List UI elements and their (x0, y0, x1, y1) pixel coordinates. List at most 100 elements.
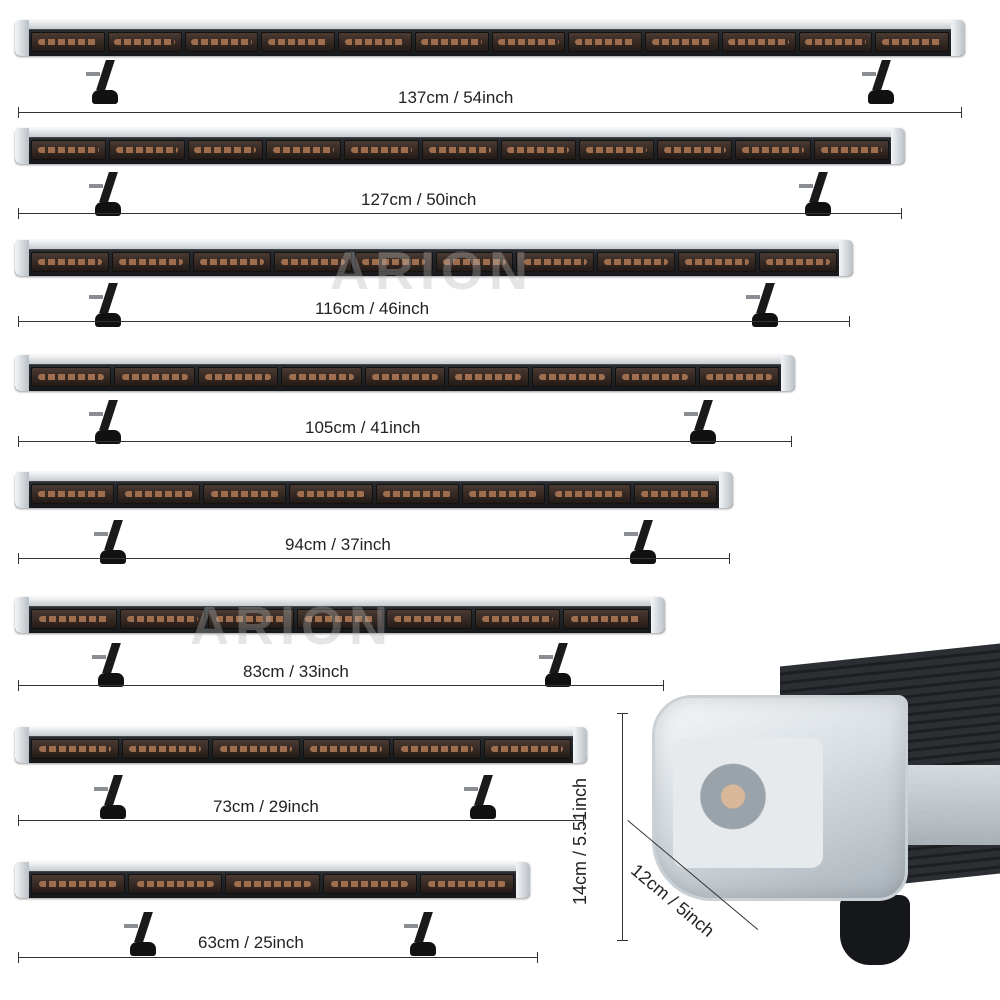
led-module (393, 739, 481, 759)
led-module (114, 367, 195, 387)
dimension-line (18, 680, 664, 691)
led-module (261, 32, 335, 52)
led-module (633, 484, 717, 504)
led-module (344, 140, 420, 160)
led-module (111, 252, 190, 272)
led-module (375, 484, 459, 504)
lightbar-1 (15, 20, 965, 56)
led-module (109, 140, 185, 160)
led-module (483, 739, 571, 759)
bar-length-label: 137cm / 54inch (395, 88, 517, 108)
led-module (212, 739, 300, 759)
dimension-line (18, 107, 962, 118)
dimension-line (18, 316, 850, 327)
watermark-logo: ARION (330, 241, 534, 301)
mount-bracket-icon (684, 400, 716, 444)
led-module (31, 484, 115, 504)
led-module (597, 252, 676, 272)
bar-length-label: 63cm / 25inch (195, 933, 307, 953)
led-module (187, 140, 263, 160)
led-module (798, 32, 873, 52)
lightbar-8 (15, 862, 530, 898)
led-module (119, 609, 206, 629)
led-module (759, 252, 838, 272)
led-module (107, 32, 182, 52)
bar-length-label: 127cm / 50inch (358, 190, 480, 210)
lightbar-4 (15, 355, 795, 391)
lightbar-6 (15, 597, 665, 633)
led-module (657, 140, 733, 160)
lightbar-7 (15, 727, 587, 763)
led-module (31, 140, 107, 160)
led-module (225, 874, 320, 894)
bar-length-label: 73cm / 29inch (210, 797, 322, 817)
mount-bracket-icon (746, 283, 778, 327)
led-module (208, 609, 295, 629)
height-dimension-label: 14cm / 5.51inch (570, 777, 590, 905)
mount-foot-closeup (840, 895, 910, 965)
led-module (875, 32, 949, 52)
bar-length-label: 83cm / 33inch (240, 662, 352, 682)
bar-length-label: 116cm / 46inch (312, 299, 433, 319)
led-module (698, 367, 779, 387)
led-module (385, 609, 472, 629)
led-module (338, 32, 412, 52)
mount-bracket-icon (92, 643, 124, 687)
led-module (531, 367, 613, 387)
led-module (364, 367, 446, 387)
led-module-closeup (895, 765, 1000, 845)
led-module (354, 252, 433, 272)
led-module (203, 484, 287, 504)
mount-bracket-icon (86, 60, 118, 104)
mount-bracket-icon (94, 520, 126, 564)
led-module (192, 252, 271, 272)
mount-bracket-icon (94, 775, 126, 819)
mount-bracket-icon (862, 60, 894, 104)
led-module (414, 32, 489, 52)
led-module (281, 367, 362, 387)
led-module (813, 140, 889, 160)
led-module (31, 739, 119, 759)
led-module (500, 140, 576, 160)
lightbar-5 (15, 472, 733, 508)
led-module (568, 32, 642, 52)
led-module (461, 484, 545, 504)
dimension-line (18, 208, 902, 219)
mount-bracket-icon (124, 912, 156, 956)
mount-bracket-icon (464, 775, 496, 819)
led-module (184, 32, 259, 52)
bar-length-label: 105cm / 41inch (302, 418, 424, 438)
led-module (31, 874, 126, 894)
height-dimension-line (617, 713, 628, 941)
led-module (563, 609, 650, 629)
led-module (273, 252, 352, 272)
led-module (31, 367, 112, 387)
led-module (265, 140, 342, 160)
mount-bracket-icon (404, 912, 436, 956)
dimension-line (18, 436, 792, 447)
led-module (31, 32, 105, 52)
led-module (516, 252, 595, 272)
bar-length-label: 94cm / 37inch (282, 535, 394, 555)
led-module (197, 367, 279, 387)
led-module (735, 140, 811, 160)
led-module (297, 609, 383, 629)
led-module (615, 367, 696, 387)
led-module (678, 252, 757, 272)
mount-bracket-icon (624, 520, 656, 564)
lightbar-2 (15, 128, 905, 164)
endcap-lens (652, 695, 908, 901)
led-module (302, 739, 390, 759)
lightbar-3 (15, 240, 853, 276)
dimension-line (18, 553, 730, 564)
dimension-line (18, 815, 584, 826)
mount-bracket-icon (89, 283, 121, 327)
led-module (31, 609, 117, 629)
led-module (128, 874, 223, 894)
led-module (578, 140, 655, 160)
led-module (448, 367, 529, 387)
mount-bracket-icon (539, 643, 571, 687)
mount-bracket-icon (799, 172, 831, 216)
endcap-closeup-photo (640, 643, 1000, 1000)
led-module (645, 32, 719, 52)
